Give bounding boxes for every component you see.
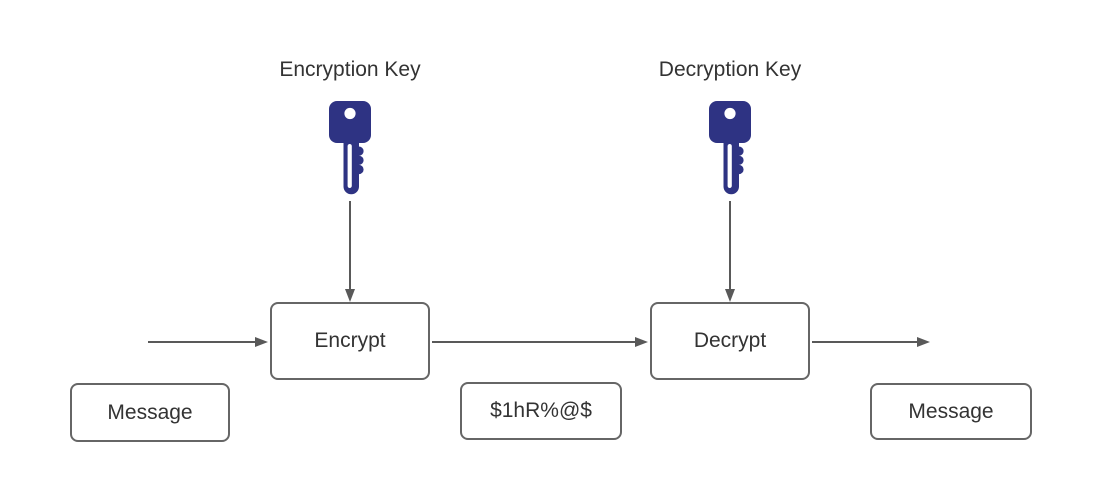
encryption-key-label: Encryption Key [279,58,421,81]
arrow-decryption-key-to-decrypt [725,201,735,302]
arrow-encryption-key-to-encrypt [345,201,355,302]
encryption-key-icon [329,101,371,195]
decrypt-box: Decrypt [650,302,810,380]
encrypt-box: Encrypt [270,302,430,380]
message-output-box: Message [870,383,1032,440]
arrow-encrypt-to-decrypt [432,337,648,347]
ciphertext-box: $1hR%@$ [460,382,622,440]
arrow-message-to-encrypt [148,337,268,347]
message-input-box: Message [70,383,230,442]
decryption-key-icon [709,101,751,195]
arrow-decrypt-to-message [812,337,930,347]
decryption-key-label: Decryption Key [658,58,802,81]
